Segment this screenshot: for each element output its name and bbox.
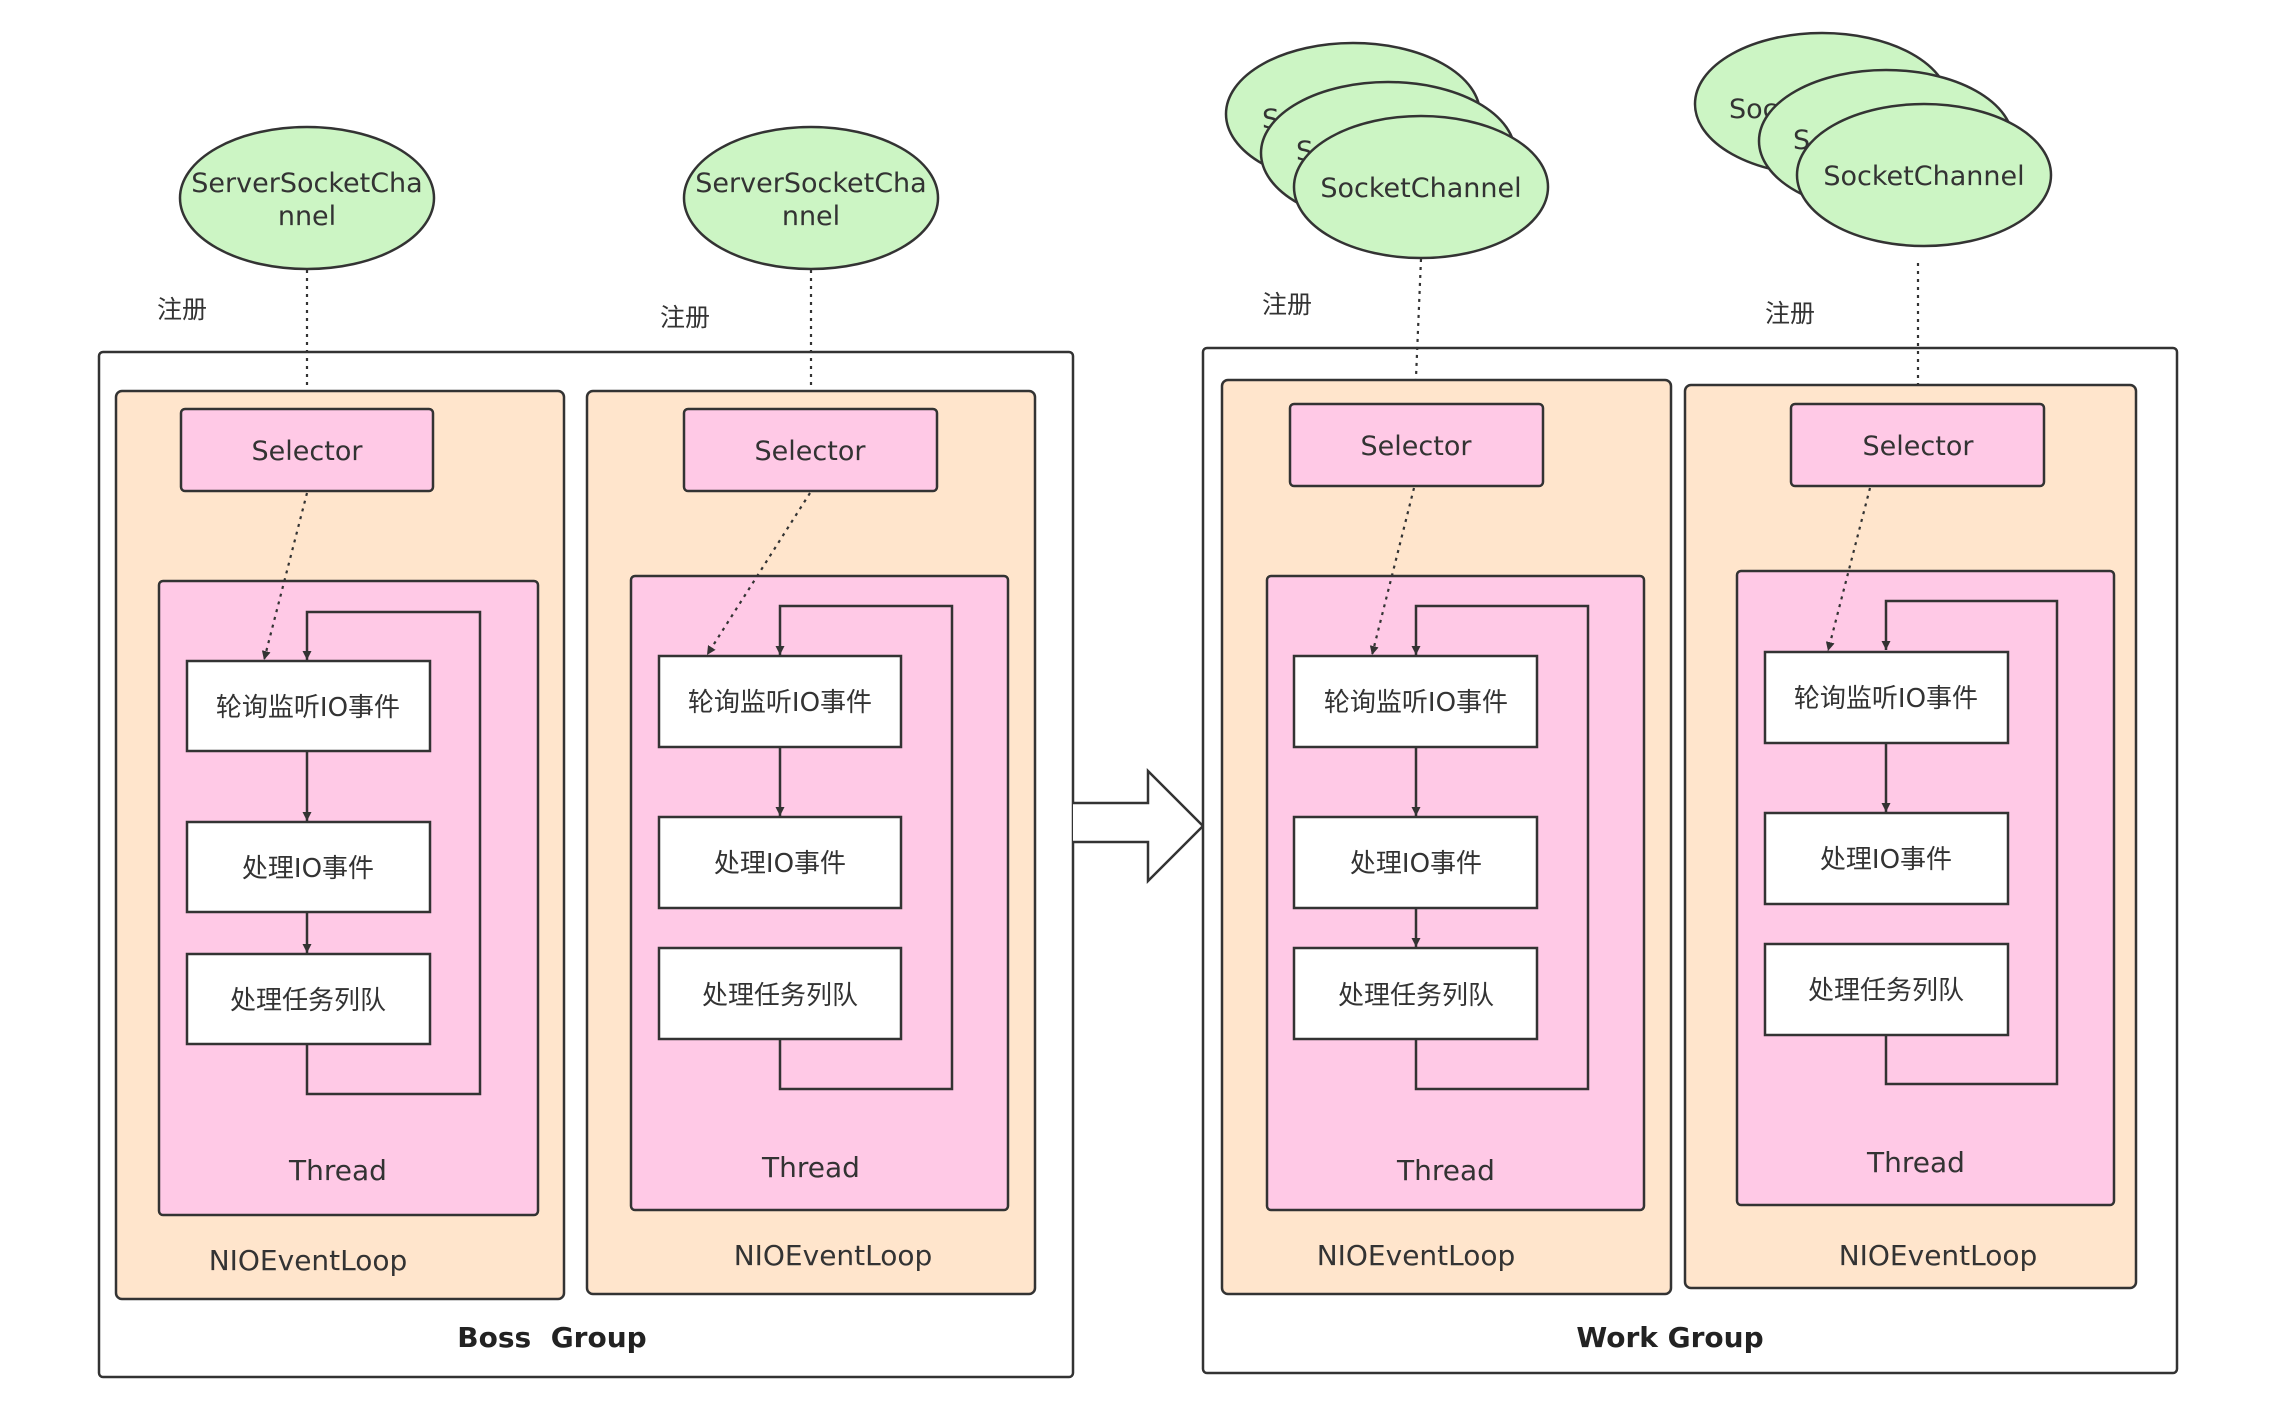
work-eventloop-1: Selector 轮询监听IO事件 处理IO事件 处理任务列队 Thread N… — [1220, 378, 1673, 1296]
channel-ellipse — [178, 125, 436, 271]
step-process-label: 处理IO事件 — [1820, 845, 1952, 875]
step-process-box — [1763, 811, 2010, 906]
eventloop-label: NIOEventLoop — [1317, 1239, 1516, 1272]
step-poll-label: 轮询监听IO事件 — [1324, 688, 1508, 718]
selector-box — [179, 407, 435, 493]
step-task-box — [657, 946, 903, 1041]
thread-label: Thread — [761, 1151, 860, 1184]
step-poll-box — [1292, 654, 1539, 749]
step-poll-label: 轮询监听IO事件 — [1794, 684, 1978, 714]
channel-label: SocketChannel — [1320, 173, 1521, 204]
boss-eventloop-1: Selector 轮询监听IO事件 处理IO事件 处理任务列队 Thread N… — [114, 389, 566, 1301]
register-label: 注册 — [1262, 290, 1312, 319]
channel-label-line2: nnel — [782, 201, 840, 232]
step-process-box — [185, 820, 432, 914]
step-process-label: 处理IO事件 — [1350, 849, 1482, 879]
step-process-label: 处理IO事件 — [242, 854, 374, 884]
thread-label: Thread — [288, 1154, 387, 1187]
selector-label: Selector — [1863, 431, 1975, 462]
register-label: 注册 — [1765, 299, 1815, 328]
step-task-label: 处理任务列队 — [230, 986, 386, 1016]
step-task-box — [185, 952, 432, 1046]
work-eventloop-2: Selector 轮询监听IO事件 处理IO事件 处理任务列队 Thread N… — [1683, 383, 2138, 1290]
selector-label: Selector — [252, 436, 364, 467]
selector-label: Selector — [1361, 431, 1473, 462]
boss-group: Boss Group ServerSocketCha nnel 注册 Selec… — [97, 125, 1075, 1379]
loop-back-arrow — [1881, 599, 2059, 1086]
step-task-label: 处理任务列队 — [1338, 981, 1494, 1011]
step-poll-box — [657, 654, 903, 749]
channel-label: SocketChannel — [1823, 161, 2024, 192]
channel-ellipse-front — [1292, 114, 1550, 260]
step-task-box — [1292, 946, 1539, 1041]
channel-ellipse — [682, 125, 940, 271]
step-poll-box — [185, 659, 432, 753]
step-poll-box — [1763, 650, 2010, 745]
boss-group-title: Boss Group — [457, 1321, 646, 1354]
step-task-box — [1763, 942, 2010, 1037]
eventloop-label: NIOEventLoop — [734, 1239, 933, 1272]
loop-back-arrow — [302, 610, 482, 1096]
step-process-label: 处理IO事件 — [714, 849, 846, 879]
boss-eventloop-2: Selector 轮询监听IO事件 处理IO事件 处理任务列队 Thread N… — [585, 389, 1037, 1296]
channel-label-line1: ServerSocketCha — [695, 168, 926, 199]
thread-label: Thread — [1396, 1154, 1495, 1187]
selector-box — [1789, 402, 2046, 488]
boss-to-work-arrow — [1073, 767, 1205, 885]
channel-ellipse-front — [1795, 102, 2053, 248]
channel-label-line1: ServerSocketCha — [191, 168, 422, 199]
boss-channel-1: ServerSocketCha nnel — [178, 125, 436, 271]
step-task-label: 处理任务列队 — [1808, 976, 1964, 1006]
step-process-box — [657, 815, 903, 910]
step-poll-label: 轮询监听IO事件 — [216, 693, 400, 723]
register-label: 注册 — [660, 303, 710, 332]
boss-channel-2: ServerSocketCha nnel — [682, 125, 940, 271]
step-task-label: 处理任务列队 — [702, 981, 858, 1011]
step-process-box — [1292, 815, 1539, 910]
selector-box — [1288, 402, 1545, 488]
loop-back-arrow — [775, 604, 954, 1091]
eventloop-label: NIOEventLoop — [209, 1244, 408, 1277]
work-channel-stack-2: Soc S SocketChannel — [1693, 31, 2053, 248]
register-label: 注册 — [157, 295, 207, 324]
selector-label: Selector — [755, 436, 867, 467]
step-poll-label: 轮询监听IO事件 — [688, 688, 872, 718]
loop-back-arrow — [1411, 604, 1590, 1091]
work-group-title: Work Group — [1576, 1321, 1763, 1354]
work-channel-stack-1: So S SocketChannel — [1224, 41, 1550, 260]
eventloop-label: NIOEventLoop — [1839, 1239, 2038, 1272]
selector-box — [682, 407, 939, 493]
work-group: Work Group So S SocketChannel 注册 Selecto… — [1201, 31, 2179, 1375]
channel-label-line2: nnel — [278, 201, 336, 232]
thread-label: Thread — [1866, 1146, 1965, 1179]
